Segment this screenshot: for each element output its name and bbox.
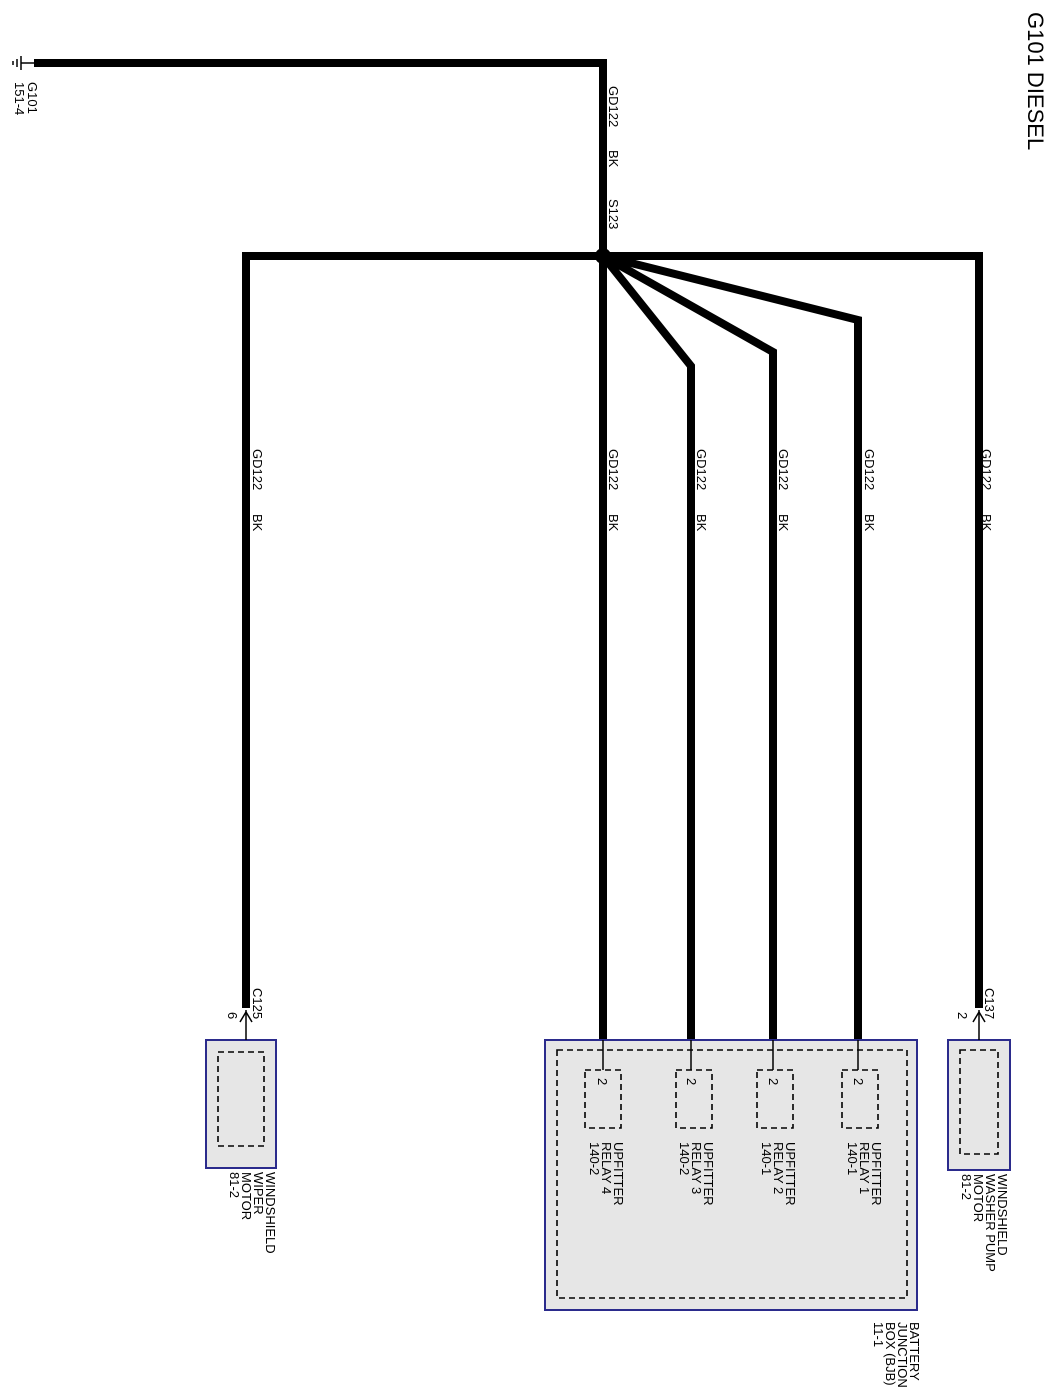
wire-label-color: BK [862,514,877,532]
wire-label-circuit: GD122 [694,449,709,490]
bjb-name: 11-1 [871,1322,886,1347]
relay-pin: 2 [684,1078,699,1085]
wire-label-color: BK [250,514,265,532]
wiper-name: WINDSHIELD [263,1172,278,1254]
wire-to-relay-1 [602,252,862,1040]
wiper-pin: 6 [225,1012,240,1019]
relay-pin: 2 [595,1078,610,1085]
relay-name: 140-2 [677,1142,692,1175]
relay-name: UPFITTER [701,1142,716,1206]
relay-name: RELAY 4 [599,1142,614,1194]
wire-to-relay-2 [601,252,777,1040]
relay-name: RELAY 2 [771,1142,786,1194]
diagram-title: G101 DIESEL [1023,12,1048,150]
wire-label-color: BK [694,514,709,532]
relay-name: 140-1 [845,1142,860,1175]
washer-name: WASHER PUMP [983,1174,998,1272]
relay-name: UPFITTER [869,1142,884,1206]
upfitter-relay-1 [841,1069,879,1129]
wire-label-circuit: GD122 [250,449,265,490]
relay-pin: 2 [766,1078,781,1085]
relay-name: UPFITTER [783,1142,798,1206]
wire-label-circuit: GD122 [862,449,877,490]
wiper-name: 81-2 [227,1172,242,1198]
wire-ground-to-splice [34,59,607,256]
bjb-name: JUNCTION [895,1322,910,1388]
wiper-motor [205,1010,277,1169]
wire-label-color: BK [606,514,621,532]
wiper-name: MOTOR [239,1172,254,1220]
washer-name: MOTOR [971,1174,986,1222]
upfitter-relay-4 [584,1069,622,1129]
upfitter-relay-3 [675,1069,713,1129]
bjb-name: BATTERY [907,1322,922,1381]
wire-label-circuit: GD122 [606,449,621,490]
relay-name: UPFITTER [611,1142,626,1206]
relay-name: 140-1 [759,1142,774,1175]
wiper-connector: C125 [250,988,265,1019]
splice-dot [595,248,611,264]
washer-connector: C137 [982,988,997,1019]
wire-label-color: BK [606,150,621,168]
washer-pin: 2 [955,1012,970,1019]
washer-name: WINDSHIELD [995,1174,1010,1256]
relay-name: 140-2 [587,1142,602,1175]
wire-label-circuit: GD122 [979,449,994,490]
relay-name: RELAY 3 [689,1142,704,1194]
wire-to-relay-3 [599,253,695,1040]
wiper-name: WIPER [251,1172,266,1215]
wire-label-circuit: GD122 [606,86,621,127]
ground-ref: 151-4 [12,82,27,115]
washer-name: 81-2 [959,1174,974,1200]
wire-to-washer [603,252,983,1008]
wire-label-circuit: GD122 [776,449,791,490]
wire-label-color: BK [776,514,791,532]
washer-pump-motor [947,1010,1011,1171]
relay-pin: 2 [851,1078,866,1085]
bjb-name: BOX (BJB) [883,1322,898,1386]
splice-label: S123 [606,199,621,229]
wire-to-wiper [242,252,603,1008]
wire-label-color: BK [979,514,994,532]
ground-icon [12,56,34,70]
ground-name: G101 [25,82,40,114]
relay-name: RELAY 1 [857,1142,872,1194]
upfitter-relay-2 [756,1069,794,1129]
